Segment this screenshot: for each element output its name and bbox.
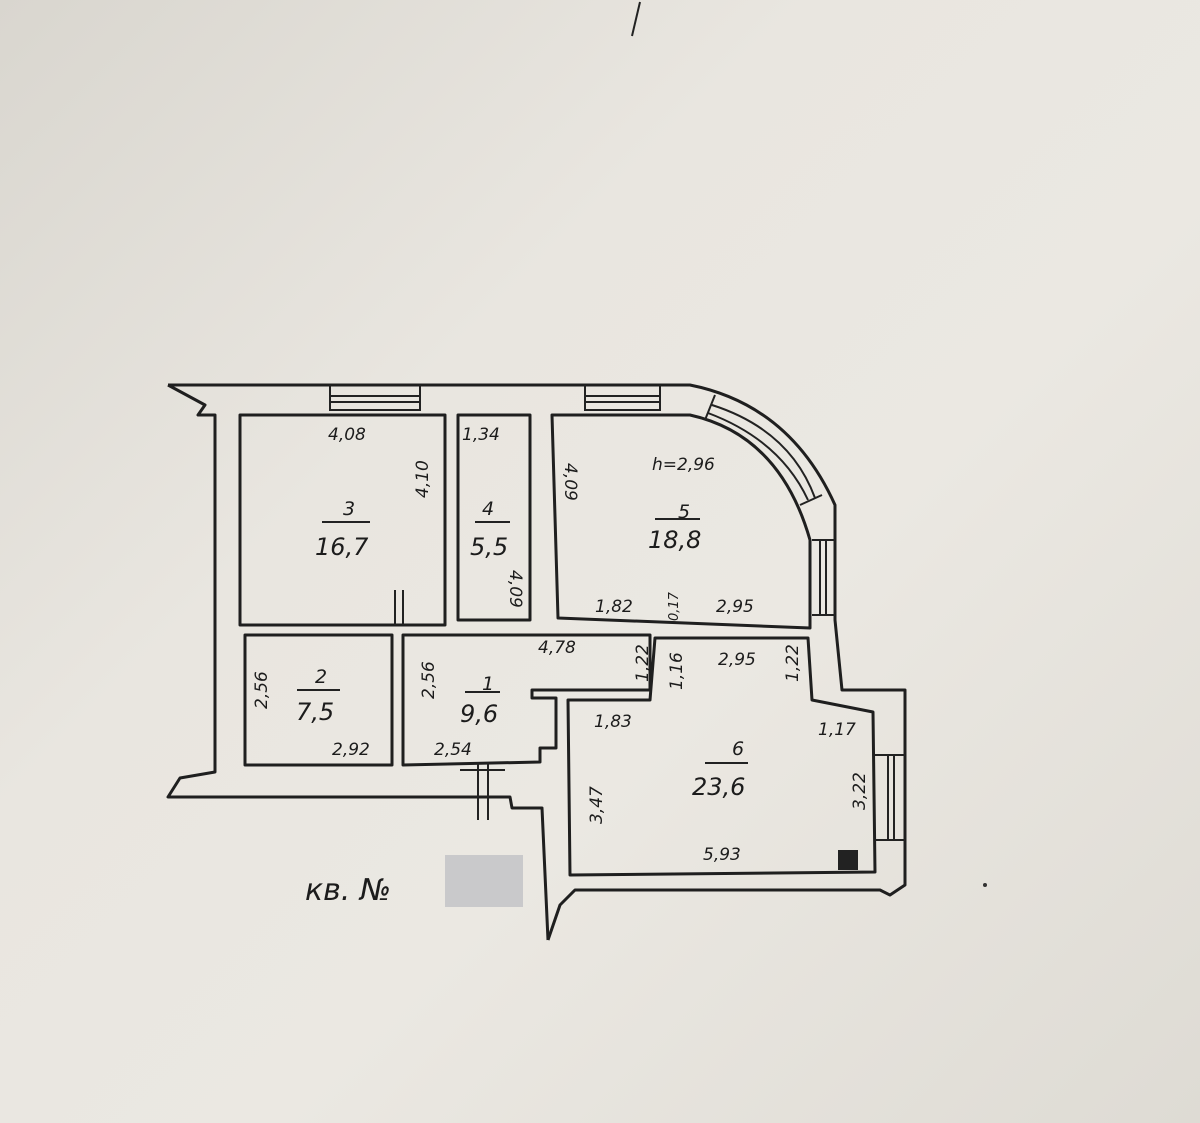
room-1-height: 2,56	[419, 661, 439, 699]
room-2-number: 2	[315, 666, 327, 688]
pen-stroke	[631, 1, 641, 37]
room-4-width: 1,34	[462, 425, 500, 445]
room-3-area: 16,7	[315, 533, 369, 561]
room-5-length: 4,09	[560, 463, 580, 501]
room-5-area: 18,8	[648, 526, 701, 554]
room-2-area: 7,5	[296, 698, 334, 726]
ventilation-shaft	[838, 850, 858, 870]
room-2-width: 2,92	[332, 740, 370, 760]
room-1-outline	[401, 633, 652, 767]
room-6-dim-322: 3,22	[850, 772, 870, 810]
room-6-dim-122: 1,22	[783, 644, 803, 682]
room-4-outline	[456, 413, 532, 622]
room-6-dim-295: 2,95	[718, 650, 756, 670]
partition-stub	[394, 590, 404, 625]
outer-walls	[166, 383, 907, 941]
room-6-dim-117: 1,17	[818, 720, 856, 740]
room-1-number: 1	[482, 673, 494, 695]
room-5-number: 5	[678, 501, 690, 523]
room-1-area: 9,6	[460, 700, 498, 728]
redacted-apartment-number	[445, 855, 523, 907]
room-3-width: 4,08	[328, 425, 366, 445]
room-5-outline	[550, 413, 812, 630]
room-3-outline	[238, 413, 447, 627]
room-6-dim-183: 1,83	[594, 712, 632, 732]
room-6-dim-593: 5,93	[703, 845, 741, 865]
room-6-dim-347: 3,47	[587, 786, 607, 824]
room-6-area: 23,6	[692, 773, 745, 801]
room-4-length: 4,09	[505, 570, 525, 608]
room-3-number: 3	[343, 498, 355, 520]
windows	[329, 385, 905, 841]
room-3-length: 4,10	[413, 460, 433, 498]
entrance-door	[460, 762, 505, 820]
room-1-width: 2,54	[434, 740, 472, 760]
room-5-dim-295: 2,95	[716, 597, 754, 617]
room-6-number: 6	[732, 738, 744, 760]
room-1-length: 4,78	[538, 638, 576, 658]
corridor-dim-122: 1,22	[633, 644, 653, 682]
room-4-number: 4	[482, 498, 494, 520]
room-2-height: 2,56	[252, 671, 272, 709]
room-4-area: 5,5	[470, 533, 508, 561]
room-6-dim-116: 1,16	[667, 652, 687, 690]
ceiling-height: h=2,96	[652, 455, 715, 475]
room-5-dim-182: 1,82	[595, 597, 633, 617]
room-5-dim-017: 0,17	[667, 591, 682, 621]
room-2-outline	[243, 633, 394, 767]
pen-dot	[983, 883, 987, 887]
apartment-label: кв. №	[305, 873, 391, 908]
room-6-outline	[566, 636, 877, 877]
